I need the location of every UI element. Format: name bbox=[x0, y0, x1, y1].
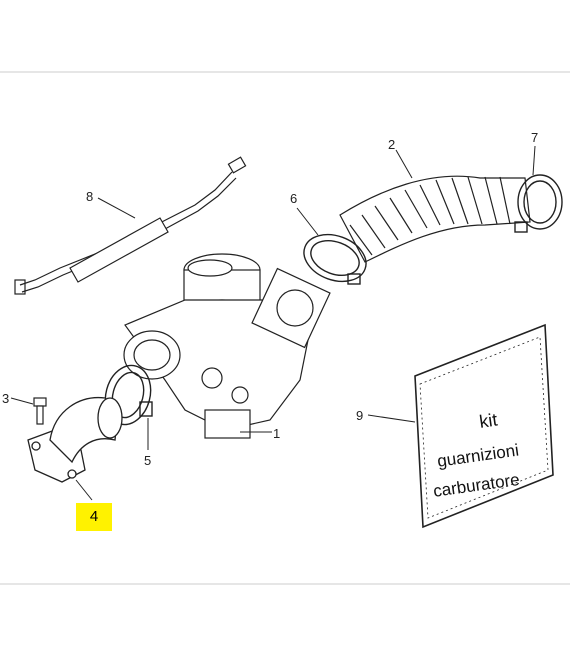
callout-8: 8 bbox=[86, 189, 94, 204]
hose-clamp-7 bbox=[514, 174, 563, 233]
callout-1: 1 bbox=[273, 426, 281, 441]
callout-6: 6 bbox=[290, 191, 298, 206]
callout-2: 2 bbox=[388, 137, 396, 152]
bolt bbox=[33, 397, 47, 425]
callout-3: 3 bbox=[2, 391, 10, 406]
throttle-cable bbox=[14, 156, 247, 295]
callout-4: 4 bbox=[89, 508, 99, 525]
callout-4-highlight: 4 bbox=[76, 503, 112, 531]
hose-clamp-6 bbox=[303, 233, 367, 285]
leader-lines bbox=[10, 145, 536, 501]
intake-manifold bbox=[27, 396, 123, 483]
bag-label-kit: kit bbox=[478, 409, 499, 432]
callout-9: 9 bbox=[356, 408, 364, 423]
intake-hose bbox=[339, 175, 531, 263]
gasket-kit-bag bbox=[414, 323, 554, 529]
callout-5: 5 bbox=[144, 453, 152, 468]
carburetor bbox=[123, 253, 331, 439]
callout-7: 7 bbox=[531, 130, 539, 145]
